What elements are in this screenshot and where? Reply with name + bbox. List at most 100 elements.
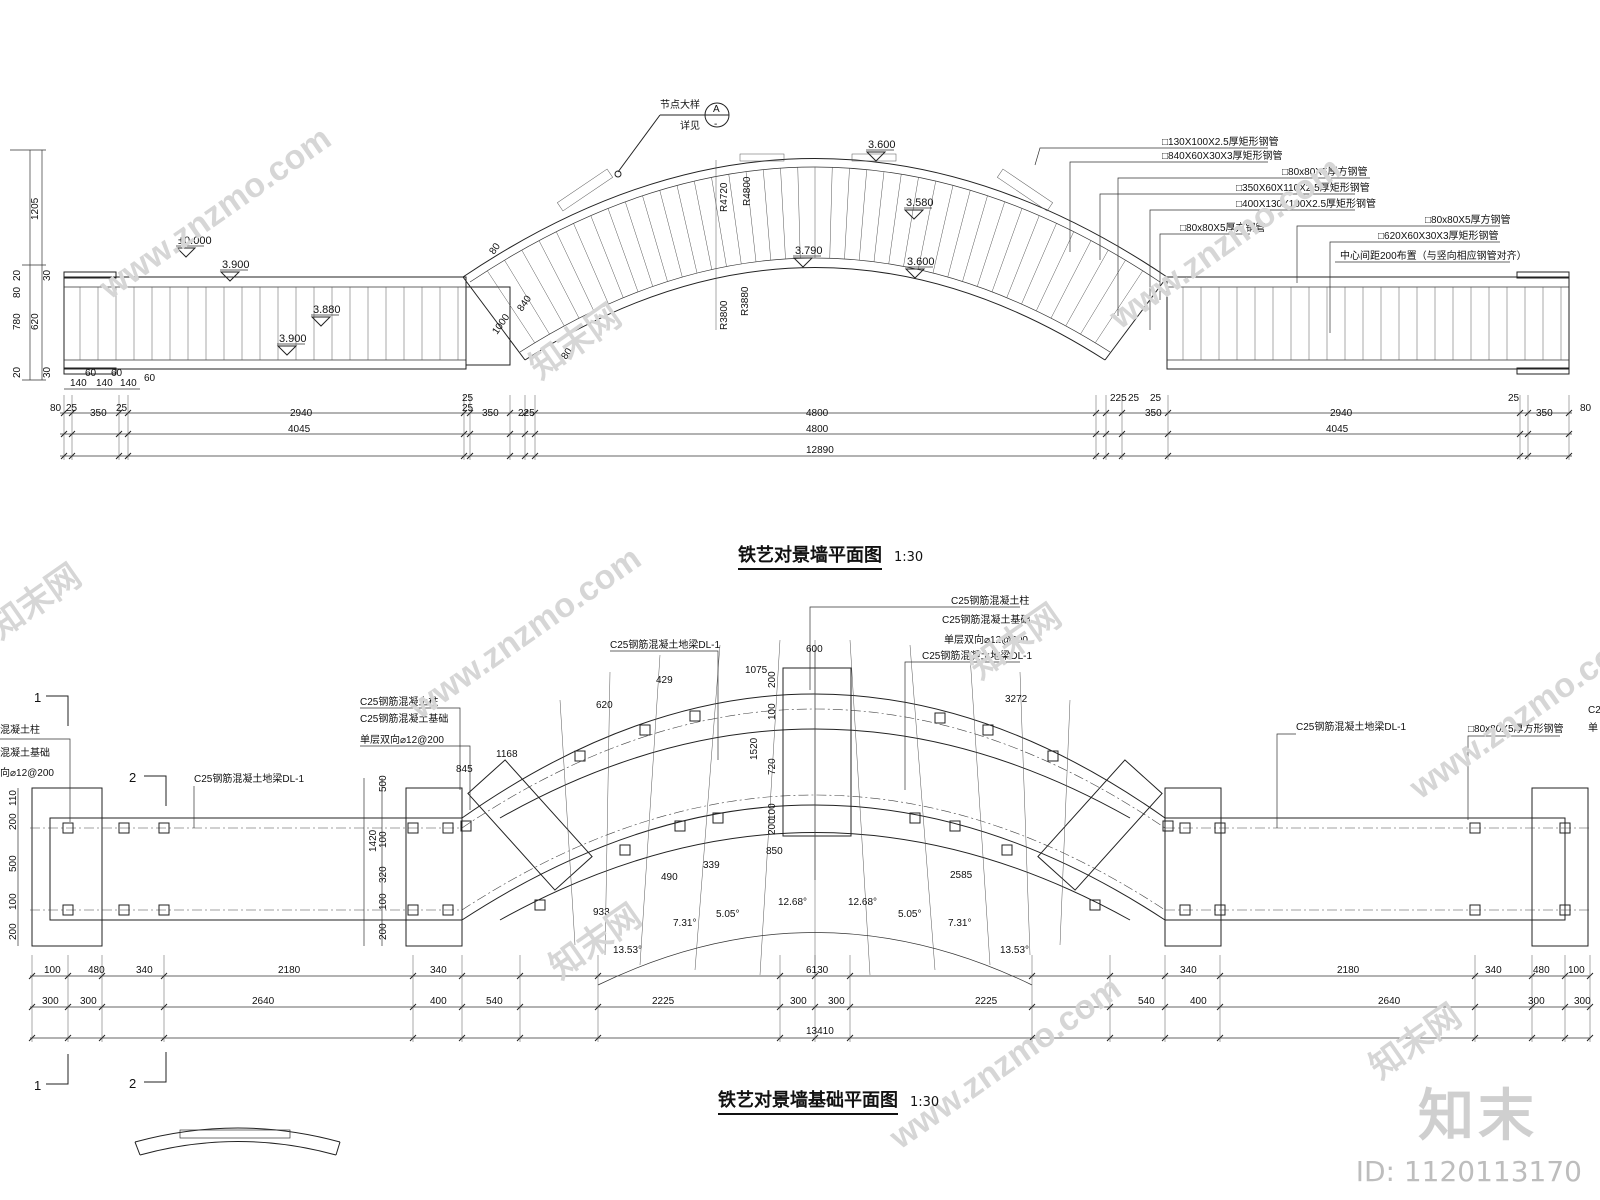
foundation-dim: 2225 (975, 996, 998, 1007)
note-tube-840x60: □840X60X30X3厚矩形钢管 (1162, 149, 1283, 162)
arch-slat (538, 240, 580, 319)
arch-slat (1065, 249, 1109, 327)
note-square-80x80-a: □80x80X5厚方钢管 (1282, 165, 1368, 178)
fv-200b: 200 (8, 923, 19, 940)
column-marker (1179, 904, 1191, 916)
note-square-80x80-b: □80x80X5厚方钢管 (1180, 221, 1266, 234)
fn-beam-left: C25钢筋混凝土地梁DL-1 (194, 772, 304, 785)
fn-beam-right: C25钢筋混凝土地梁DL-1 (1296, 720, 1406, 733)
inner-dim: 100 (767, 703, 778, 720)
level-triangle (219, 271, 241, 282)
level-value: 3.900 (279, 333, 307, 345)
fn-right-cut2: 单 (1588, 722, 1598, 734)
foundation-dim: 480 (1533, 965, 1550, 976)
column-marker (1559, 822, 1571, 834)
arch-slat (829, 167, 833, 259)
inner-dim: 3272 (1005, 694, 1028, 705)
foundation-scale: 1:30 (910, 1095, 940, 1110)
level-value: 3.600 (868, 139, 896, 151)
note-far-spacing: 中心间距200布置（与竖向相应钢管对齐） (1340, 249, 1527, 262)
column-marker (934, 712, 946, 724)
angle-label: 5.05° (716, 909, 739, 920)
plan-scale: 1:30 (894, 550, 924, 565)
foundation-dim: 340 (1180, 965, 1197, 976)
vdim-30-bot: 30 (42, 366, 53, 378)
radial-line (909, 644, 936, 971)
radial-line (969, 654, 991, 966)
radius-label-r4720: R4720 (719, 182, 730, 212)
column-marker (62, 822, 74, 834)
arch-slat (659, 190, 683, 278)
fn-col-left: C25钢筋混凝土柱 (360, 695, 438, 708)
fn-base-left: C25钢筋混凝土基础 (360, 712, 448, 725)
watermark-text: 知末网 (0, 557, 88, 647)
arch-slat (607, 208, 639, 292)
level-value: 3.600 (907, 256, 935, 268)
angle-label: 12.68° (848, 897, 877, 908)
arch-slat (590, 215, 624, 298)
inner-dim: 620 (596, 700, 613, 711)
inner-dim: 1520 (749, 737, 760, 760)
column-marker (1089, 899, 1101, 911)
arch-slats (487, 167, 1143, 343)
fv-500: 500 (8, 855, 19, 872)
arch-dim-1000: 1000 (490, 312, 512, 337)
plan-dim: 2940 (1330, 408, 1353, 419)
plan-dim: 25 (1128, 393, 1140, 404)
arch-slat (573, 223, 609, 305)
column-marker (1469, 904, 1481, 916)
arch-slat (642, 195, 668, 282)
arch-dim-80-top: 80 (487, 241, 503, 257)
level-value: 3.900 (222, 259, 250, 271)
fv-200c: 200 (378, 923, 389, 940)
plan-small-dims: 140 60 140 60 140 60 (64, 368, 156, 390)
arch-slat (1006, 215, 1040, 298)
inner-dim: 850 (766, 846, 783, 857)
plan-dim: 4800 (806, 408, 829, 419)
plan-dim-4045-left: 4045 (288, 424, 311, 435)
foundation-dim: 300 (828, 996, 845, 1007)
arch-inner-edge (524, 267, 1106, 361)
sdim-3: 140 (96, 378, 113, 389)
foundation-left-dims: 110 200 500 100 200 500 1420 100 320 100… (8, 775, 389, 946)
column-marker (407, 822, 419, 834)
vdim-1205: 1205 (30, 197, 41, 220)
column-marker (1214, 904, 1226, 916)
arch-slat (556, 231, 594, 311)
plan-dim: 25 (1508, 393, 1520, 404)
foundation-dim: 300 (1528, 996, 1545, 1007)
radial-line (639, 654, 661, 966)
plan-dim: 80 (1580, 403, 1592, 414)
foundation-dim: 400 (1190, 996, 1207, 1007)
plan-dim: 350 (90, 408, 107, 419)
foundation-dim: 2640 (252, 996, 275, 1007)
section-mark-2-top: 2 (129, 770, 136, 785)
foundation-dim: 2180 (1337, 965, 1360, 976)
foundation-title: 铁艺对景墙基础平面图 (718, 1090, 898, 1115)
plan-dim: 25 (1150, 393, 1162, 404)
section-mark-1-bot: 1 (34, 1078, 41, 1093)
wall-plan: ±0.0003.9003.8803.9003.6003.5803.7903.60… (10, 98, 1592, 460)
foundation-dim: 340 (1485, 965, 1502, 976)
arch-slat (797, 167, 801, 259)
sdim-6: 60 (144, 373, 156, 384)
foundation-dim: 2180 (278, 965, 301, 976)
sdim-5: 140 (120, 378, 137, 389)
inner-dim: 600 (806, 644, 823, 655)
right-wall-slats (1182, 287, 1562, 360)
watermark-text: www.znzmo.com (402, 539, 648, 727)
arch-slat (859, 169, 867, 261)
column-marker (460, 820, 472, 832)
watermark-text: www.znzmo.com (882, 969, 1128, 1157)
foundation-dim: 300 (790, 996, 807, 1007)
foundation-plan: 12.68°12.68°5.05°5.05°7.31°7.31°13.53°13… (0, 594, 1600, 1156)
detail-ref-sheet: - (714, 119, 717, 130)
angle-label: 7.31° (948, 918, 971, 929)
column-marker (1047, 750, 1059, 762)
watermark-text: www.znzmo.com (92, 119, 338, 307)
plan-dim: 350 (1536, 408, 1553, 419)
arch-slat (1021, 223, 1057, 305)
